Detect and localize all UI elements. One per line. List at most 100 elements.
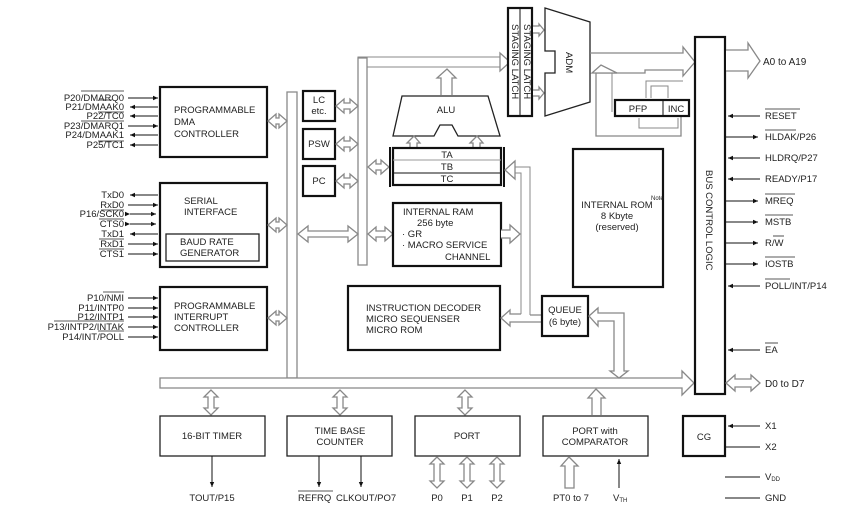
alu-block (392, 95, 501, 137)
svg-text:EA: EA (765, 345, 778, 356)
svg-text:P13/INTP2/INTAK: P13/INTP2/INTAK (48, 322, 125, 333)
baud-label-2: GENERATOR (180, 248, 239, 259)
staging-latch-label-2: STAGING LATCH (521, 24, 532, 99)
inc-label: INC (668, 104, 685, 115)
internal-ram-block (391, 201, 503, 268)
feedback-to-temp-regs (515, 166, 531, 322)
pfp-inc-block (613, 98, 691, 118)
queue-block (540, 294, 590, 338)
svg-text:TxD1: TxD1 (101, 229, 124, 240)
svg-text:P24/DMAAK1: P24/DMAAK1 (65, 130, 124, 141)
instruction-decoder-block (346, 284, 502, 352)
lc-block (301, 89, 337, 123)
dma-controller-block (158, 85, 269, 159)
refrq-pin: REFRQ (298, 493, 331, 504)
int-label-3: CONTROLLER (174, 323, 239, 334)
p2-pin: P2 (491, 493, 503, 504)
cg-label: CG (697, 432, 711, 443)
internal-bus-left (286, 91, 298, 379)
dma-pins: P20/DMARQ0 P21/DMAAK0 P22/TC0 P23/DMARQ1… (64, 90, 158, 151)
bus-to-staging-latch (357, 56, 500, 68)
internal-rom-status: (reserved) (595, 222, 638, 233)
svg-text:RxD1: RxD1 (100, 239, 124, 250)
svg-text:HLDAK/P26: HLDAK/P26 (765, 132, 816, 143)
svg-text:CTS0: CTS0 (100, 219, 124, 230)
bus-to-queue-arrow (588, 306, 630, 379)
svg-text:READY/P17: READY/P17 (765, 174, 817, 185)
svg-text:R/W: R/W (765, 238, 784, 249)
svg-text:CONTROLLER: CONTROLLER (174, 129, 239, 140)
tb-label: TB (441, 162, 453, 173)
internal-bus-bottom (159, 369, 695, 397)
svg-text:P21/DMAAK0: P21/DMAAK0 (65, 102, 124, 113)
pfp-label: PFP (629, 104, 647, 115)
adm-block (544, 7, 591, 117)
bus-control-logic-label: BUS CONTROL LOGIC (703, 170, 714, 271)
port-comparator-label-1: PORT with (572, 426, 618, 437)
alu-output-arrow (435, 68, 458, 95)
decoder-line-2: MICRO SEQUENSER (366, 314, 460, 325)
vdd-pin: VDD (765, 472, 781, 483)
svg-text:· MACRO SERVICE: · MACRO SERVICE (402, 240, 487, 251)
ram-output-arrow (501, 223, 521, 245)
psw-block (301, 127, 337, 161)
decoder-line-3: MICRO ROM (366, 325, 423, 336)
svg-text:MREQ: MREQ (765, 196, 794, 207)
int-label-2: INTERRUPT (174, 312, 229, 323)
port-label: PORT (454, 431, 480, 442)
svg-text:DMA: DMA (174, 117, 196, 128)
ta-label: TA (441, 150, 453, 161)
interrupt-pins: P10/NMI P11/INTP0 P12/INTP1 P13/INTP2/IN… (48, 291, 158, 343)
alu-input-arrow-b (468, 135, 485, 148)
adm-label: ADM (563, 52, 574, 73)
svg-text:P12/INTP1: P12/INTP1 (78, 312, 124, 323)
lc-etc-label: etc. (311, 106, 326, 117)
svg-text:TxD0: TxD0 (101, 190, 124, 201)
svg-text:POLL/INT/P14: POLL/INT/P14 (765, 281, 827, 292)
internal-rom-block (571, 147, 665, 289)
dma-text: PROGRAMMABLE DMA CONTROLLER (174, 105, 255, 140)
svg-text:256 byte: 256 byte (417, 218, 453, 229)
queue-to-decoder-arrow (500, 308, 541, 328)
port-pin-arrows (428, 456, 506, 489)
pt-pin: PT0 to 7 (553, 493, 589, 504)
svg-text:HLDRQ/P27: HLDRQ/P27 (765, 153, 818, 164)
tc-label: TC (441, 174, 454, 185)
bus-control-logic-block (693, 35, 727, 396)
svg-text:RESET: RESET (765, 111, 797, 122)
svg-text:INTERNAL RAM: INTERNAL RAM (403, 207, 473, 218)
svg-text:P16/SCK0: P16/SCK0 (80, 209, 124, 220)
internal-rom-size: 8 Kbyte (601, 211, 633, 222)
bottom-bus-arrows (202, 388, 607, 416)
int-label-1: PROGRAMMABLE (174, 301, 255, 312)
gnd-pin: GND (765, 493, 786, 504)
vth-pin: VTH (613, 493, 627, 504)
pfp-feedback-bus (611, 72, 683, 129)
register-bus-arrows (296, 97, 394, 244)
serial-label-1: SERIAL (184, 196, 218, 207)
svg-text:P23/DMARQ1: P23/DMARQ1 (64, 121, 124, 132)
svg-text:MSTB: MSTB (765, 217, 791, 228)
port-comparator-label-2: COMPARATOR (562, 437, 629, 448)
decoder-line-1: INSTRUCTION DECODER (366, 303, 481, 314)
internal-ram-text: INTERNAL RAM 256 byte · GR · MACRO SERVI… (402, 207, 490, 263)
queue-size: (6 byte) (549, 317, 581, 328)
temp-regs-input-arrow (504, 159, 516, 181)
bus-arrow-staging (499, 51, 511, 73)
clock-generator-block (681, 414, 727, 458)
interrupt-bus-arrow (267, 309, 288, 327)
psw-label: PSW (308, 139, 330, 150)
svg-text:· GR: · GR (402, 229, 422, 240)
svg-text:RxD0: RxD0 (100, 200, 124, 211)
baud-rate-generator-block (165, 233, 260, 262)
time-base-label-1: TIME BASE (315, 426, 366, 437)
alu-label: ALU (437, 105, 456, 116)
clkout-pin: CLKOUT/PO7 (336, 493, 396, 504)
latch-to-adm-arrows (533, 22, 545, 101)
dma-bus-arrow (267, 112, 288, 130)
bus-control-pins: RESET HLDAK/P26 HLDRQ/P27 READY/P17 MREQ… (726, 108, 827, 356)
interrupt-controller-block (158, 285, 269, 352)
pc-block (301, 164, 337, 198)
address-bus-label: A0 to A19 (763, 57, 807, 68)
time-base-counter-block (286, 415, 393, 457)
